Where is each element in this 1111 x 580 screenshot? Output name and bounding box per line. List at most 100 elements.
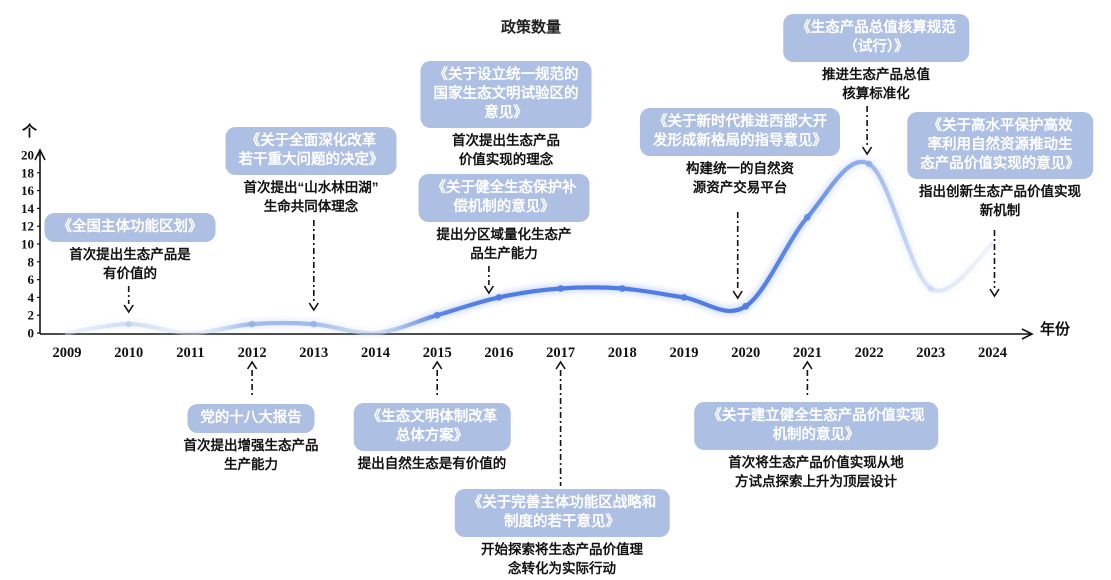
policy-box: 《关于新时代推进西部大开 发形成新格局的指导意见》 bbox=[640, 108, 840, 156]
x-year-label: 2014 bbox=[361, 345, 390, 361]
y-tick-label: 2 bbox=[28, 308, 35, 323]
y-axis-arrowhead bbox=[34, 148, 46, 161]
y-tick-label: 4 bbox=[28, 290, 35, 305]
policy-box: 《关于建立健全生态产品价值实现 机制的意见》 bbox=[694, 402, 938, 450]
data-point bbox=[495, 294, 503, 301]
y-tick-label: 6 bbox=[28, 272, 35, 287]
x-year-label: 2021 bbox=[793, 345, 822, 361]
policy-title: 《关于健全生态保护补 偿机制的意见》 bbox=[431, 180, 577, 215]
y-tick-label: 16 bbox=[21, 183, 35, 198]
y-tick-label: 0 bbox=[28, 326, 35, 341]
policy-box: 《全国主体功能区划》 bbox=[44, 213, 216, 242]
x-year-label: 2013 bbox=[299, 345, 328, 361]
policy-note: 推进生态产品总值 核算标准化 bbox=[822, 66, 930, 102]
data-point bbox=[927, 285, 935, 292]
x-year-label: 2019 bbox=[670, 345, 699, 361]
policy-event-2010: 《全国主体功能区划》 首次提出生态产品是 有价值的 bbox=[44, 213, 216, 284]
annotation-arrowhead-up bbox=[555, 360, 566, 370]
x-year-label: 2022 bbox=[855, 345, 884, 361]
policy-note: 构建统一的自然资 源资产交易平台 bbox=[686, 160, 794, 196]
y-tick-label: 10 bbox=[21, 237, 34, 252]
annotation-arrowhead-down bbox=[732, 290, 743, 300]
annotation-arrowhead-down bbox=[989, 288, 1000, 298]
y-tick-label: 20 bbox=[21, 148, 34, 163]
policy-event-2021: 《关于建立健全生态产品价值实现 机制的意见》 首次将生态产品价值实现从地 方试点… bbox=[694, 402, 938, 492]
policy-note: 提出自然生态是有价值的 bbox=[357, 455, 507, 471]
policy-title: 《关于建立健全生态产品价值实现 机制的意见》 bbox=[707, 408, 925, 443]
policy-title: 《关于完善主体功能区战略和 制度的若干意见》 bbox=[467, 495, 657, 530]
x-year-label: 2024 bbox=[978, 345, 1007, 361]
policy-title: 《关于新时代推进西部大开 发形成新格局的指导意见》 bbox=[653, 114, 827, 149]
policy-title: 《关于全面深化改革 若干重大问题的决定》 bbox=[238, 133, 384, 168]
policy-note: 首次将生态产品价值实现从地 方试点探索上升为顶层设计 bbox=[728, 454, 904, 490]
policy-event-2017: 《关于完善主体功能区战略和 制度的若干意见》 开始探索将生态产品价值理 念转化为… bbox=[454, 489, 670, 579]
x-year-label: 2012 bbox=[238, 345, 267, 361]
y-tick-label: 18 bbox=[21, 165, 35, 180]
policy-event-2012: 党的十八大报告 首次提出增强生态产品 生产能力 bbox=[184, 404, 319, 475]
policy-title: 《关于设立统一规范的 国家生态文明试验区的 意见》 bbox=[433, 67, 579, 121]
data-point bbox=[618, 285, 626, 292]
data-point bbox=[433, 311, 441, 319]
policy-title: 《全国主体功能区划》 bbox=[57, 219, 203, 235]
annotation-arrowhead-down bbox=[483, 285, 495, 295]
y-tick-label: 12 bbox=[21, 219, 34, 234]
policy-box: 《关于健全生态保护补 偿机制的意见》 bbox=[418, 174, 590, 222]
x-year-label: 2010 bbox=[114, 345, 143, 361]
data-point bbox=[680, 294, 688, 301]
annotation-arrowhead-up bbox=[246, 360, 258, 370]
policy-event-2024: 《关于高水平保护高效 率利用自然资源推动生 态产品价值实现的意见》 指出创新生态… bbox=[907, 112, 1093, 221]
data-point bbox=[125, 320, 133, 328]
policy-title: 《生态文明体制改革 总体方案》 bbox=[366, 409, 498, 444]
policy-event-2013: 《关于全面深化改革 若干重大问题的决定》 首次提出“山水林田湖” 生命共同体理念 bbox=[225, 127, 397, 217]
policy-box: 《生态文明体制改革 总体方案》 bbox=[353, 403, 511, 451]
data-point bbox=[804, 213, 811, 221]
data-point bbox=[865, 160, 873, 168]
annotation-arrowhead-down bbox=[123, 304, 134, 314]
x-year-label: 2011 bbox=[176, 345, 204, 361]
policy-box: 《生态产品总值核算规范 （试行）》 bbox=[783, 14, 969, 62]
annotation-arrowhead-down bbox=[861, 146, 873, 156]
x-year-label: 2023 bbox=[916, 345, 945, 361]
x-year-label: 2016 bbox=[484, 345, 513, 361]
y-tick-label: 8 bbox=[28, 254, 35, 269]
x-axis-arrowhead bbox=[1021, 328, 1034, 340]
y-tick-label: 14 bbox=[21, 201, 35, 216]
policy-box: 《关于高水平保护高效 率利用自然资源推动生 态产品价值实现的意见》 bbox=[907, 112, 1093, 179]
data-point bbox=[310, 320, 318, 328]
policy-event-2015: 《生态文明体制改革 总体方案》 提出自然生态是有价值的 bbox=[353, 403, 511, 473]
policy-event-2016-pilot-zone: 《关于设立统一规范的 国家生态文明试验区的 意见》 首次提出生态产品 价值实现的… bbox=[420, 61, 592, 170]
policy-title: 党的十八大报告 bbox=[200, 410, 302, 426]
policy-box: 党的十八大报告 bbox=[187, 404, 315, 433]
policy-title: 《生态产品总值核算规范 （试行）》 bbox=[796, 20, 956, 55]
annotation-arrowhead-up bbox=[432, 360, 443, 370]
legend-label: 政策数量 bbox=[501, 19, 562, 36]
legend: 政策数量 bbox=[452, 16, 561, 37]
x-year-label: 2009 bbox=[53, 345, 82, 361]
legend-line-icon bbox=[452, 24, 492, 29]
annotation-arrowhead-down bbox=[308, 302, 319, 312]
data-point bbox=[248, 320, 256, 328]
policy-note: 首次提出生态产品 价值实现的理念 bbox=[452, 132, 560, 168]
policy-note: 开始探索将生态产品价值理 念转化为实际行动 bbox=[481, 541, 643, 577]
policy-note: 首次提出生态产品是 有价值的 bbox=[69, 246, 191, 282]
y-axis-unit-label: 个 bbox=[22, 123, 38, 140]
annotation-arrowhead-up bbox=[802, 360, 813, 370]
x-year-label: 2018 bbox=[608, 345, 637, 361]
policy-event-2020: 《关于新时代推进西部大开 发形成新格局的指导意见》 构建统一的自然资 源资产交易… bbox=[640, 108, 840, 198]
policy-note: 提出分区域量化生态产 品生产能力 bbox=[436, 226, 572, 262]
data-point bbox=[557, 285, 564, 292]
policy-note: 指出创新生态产品价值实现 新机制 bbox=[919, 183, 1081, 219]
x-year-label: 2015 bbox=[423, 345, 452, 361]
x-year-label: 2020 bbox=[731, 345, 760, 361]
policy-note: 首次提出“山水林田湖” 生命共同体理念 bbox=[243, 179, 379, 215]
policy-title: 《关于高水平保护高效 率利用自然资源推动生 态产品价值实现的意见》 bbox=[920, 118, 1080, 172]
policy-box: 《关于设立统一规范的 国家生态文明试验区的 意见》 bbox=[420, 61, 592, 128]
policy-box: 《关于全面深化改革 若干重大问题的决定》 bbox=[225, 127, 397, 175]
policy-box: 《关于完善主体功能区战略和 制度的若干意见》 bbox=[454, 489, 670, 537]
data-point bbox=[742, 302, 750, 310]
policy-event-2016-compensation: 《关于健全生态保护补 偿机制的意见》 提出分区域量化生态产 品生产能力 bbox=[418, 174, 590, 264]
x-axis-unit-label: 年份 bbox=[1040, 321, 1071, 338]
policy-note: 首次提出增强生态产品 生产能力 bbox=[183, 437, 319, 473]
